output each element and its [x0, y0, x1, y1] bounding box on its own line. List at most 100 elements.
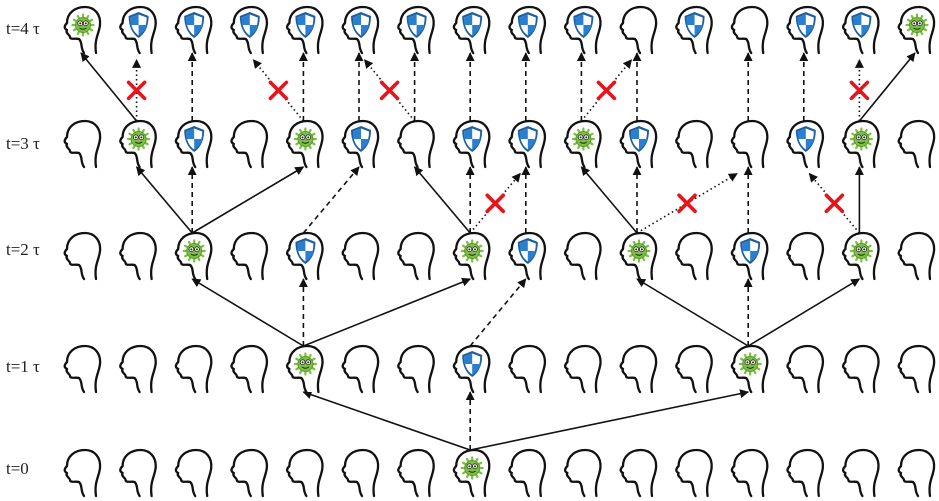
shield-icon [740, 238, 761, 264]
transmission-arrow-solid [191, 278, 304, 347]
transmission-arrow-solid [636, 278, 749, 347]
person-head-infected [452, 448, 491, 498]
virus-icon [293, 127, 317, 151]
shield-icon [517, 238, 538, 264]
transmission-arrow-solid [80, 52, 138, 122]
blocked-cross-mark [268, 80, 289, 101]
blocked-cross-mark [849, 80, 870, 101]
shield-icon [517, 12, 538, 38]
person-head-infected [63, 5, 102, 55]
person-head-protected [619, 119, 658, 169]
person-head-protected [508, 231, 547, 281]
transmission-arrow-solid [413, 166, 471, 234]
person-head-healthy [119, 448, 157, 498]
shield-icon [184, 12, 205, 38]
person-head-healthy [897, 231, 936, 281]
virus-icon [849, 127, 874, 151]
transmission-arrow-solid [302, 390, 471, 451]
person-head-healthy [563, 448, 602, 498]
person-head-healthy [675, 344, 713, 394]
shield-icon [351, 12, 371, 38]
time-label-t0: t=0 [6, 459, 29, 478]
person-head-healthy [786, 448, 825, 498]
person-head-protected [452, 119, 491, 169]
transmission-arrow-solid [580, 166, 638, 234]
person-head-infected [563, 119, 602, 169]
virus-icon [905, 13, 929, 37]
transmission-arrow-dashed [469, 278, 527, 347]
blocked-cross-mark [126, 80, 147, 101]
person-head-healthy [230, 119, 269, 169]
transmission-arrow-solid [303, 277, 472, 347]
person-head-healthy [841, 344, 880, 394]
person-head-protected [563, 5, 602, 55]
shield-icon [184, 126, 205, 152]
person-head-healthy [341, 231, 380, 281]
person-head-healthy [285, 448, 324, 498]
person-head-healthy [897, 448, 936, 498]
virus-icon [71, 13, 95, 37]
person-head-healthy [63, 119, 102, 169]
person-head-infected [285, 119, 324, 169]
shield-icon [462, 126, 483, 152]
person-head-protected [452, 5, 491, 55]
person-head-healthy [786, 344, 825, 394]
person-head-healthy [397, 448, 435, 498]
person-head-healthy [230, 448, 269, 498]
person-head-protected [508, 119, 547, 169]
shield-icon [462, 351, 483, 377]
person-head-healthy [841, 448, 880, 498]
virus-icon [849, 239, 874, 263]
person-head-infected [174, 231, 213, 281]
person-head-healthy [63, 344, 102, 394]
transmission-arrow-solid [747, 278, 861, 347]
person-head-healthy [63, 448, 102, 498]
person-head-healthy [563, 344, 602, 394]
person-head-infected [730, 344, 769, 394]
person-head-healthy [675, 448, 713, 498]
time-label-t4: t=4 τ [6, 19, 40, 38]
person-head-healthy [397, 344, 435, 394]
person-head-healthy [119, 344, 157, 394]
blocked-cross-mark [596, 80, 617, 101]
person-head-healthy [897, 344, 936, 394]
shield-icon [462, 12, 483, 38]
person-head-protected [341, 119, 380, 169]
virus-icon [182, 239, 206, 263]
person-head-protected [397, 5, 435, 55]
person-head-healthy [730, 448, 769, 498]
person-head-healthy [563, 231, 602, 281]
virus-icon [738, 352, 762, 376]
shield-icon [517, 126, 538, 152]
time-label-t2: t=2 τ [6, 240, 40, 259]
person-head-healthy [397, 119, 435, 169]
person-head-protected [230, 5, 269, 55]
virus-icon [293, 352, 317, 376]
person-head-healthy [63, 231, 102, 281]
person-head-protected [730, 231, 769, 281]
shield-icon [295, 12, 316, 38]
person-head-healthy [508, 344, 547, 394]
shield-icon [795, 126, 816, 152]
person-head-healthy [619, 344, 658, 394]
person-head-healthy [730, 5, 769, 55]
person-head-healthy [341, 448, 380, 498]
person-head-healthy [508, 448, 547, 498]
person-head-healthy [675, 119, 713, 169]
transmission-arrow-solid [470, 389, 750, 451]
person-head-protected [285, 5, 324, 55]
shield-icon [295, 238, 316, 264]
person-head-protected [675, 5, 713, 55]
person-head-healthy [619, 448, 658, 498]
blocked-cross-mark [677, 193, 697, 214]
virus-icon [460, 239, 484, 263]
time-label-t1: t=1 τ [6, 357, 40, 376]
transmission-arrow-dotted-blocked [636, 172, 738, 234]
shield-icon [239, 12, 260, 38]
shield-icon [795, 12, 816, 38]
person-head-healthy [174, 448, 213, 498]
person-head-protected [841, 5, 880, 55]
shield-icon [351, 126, 371, 152]
